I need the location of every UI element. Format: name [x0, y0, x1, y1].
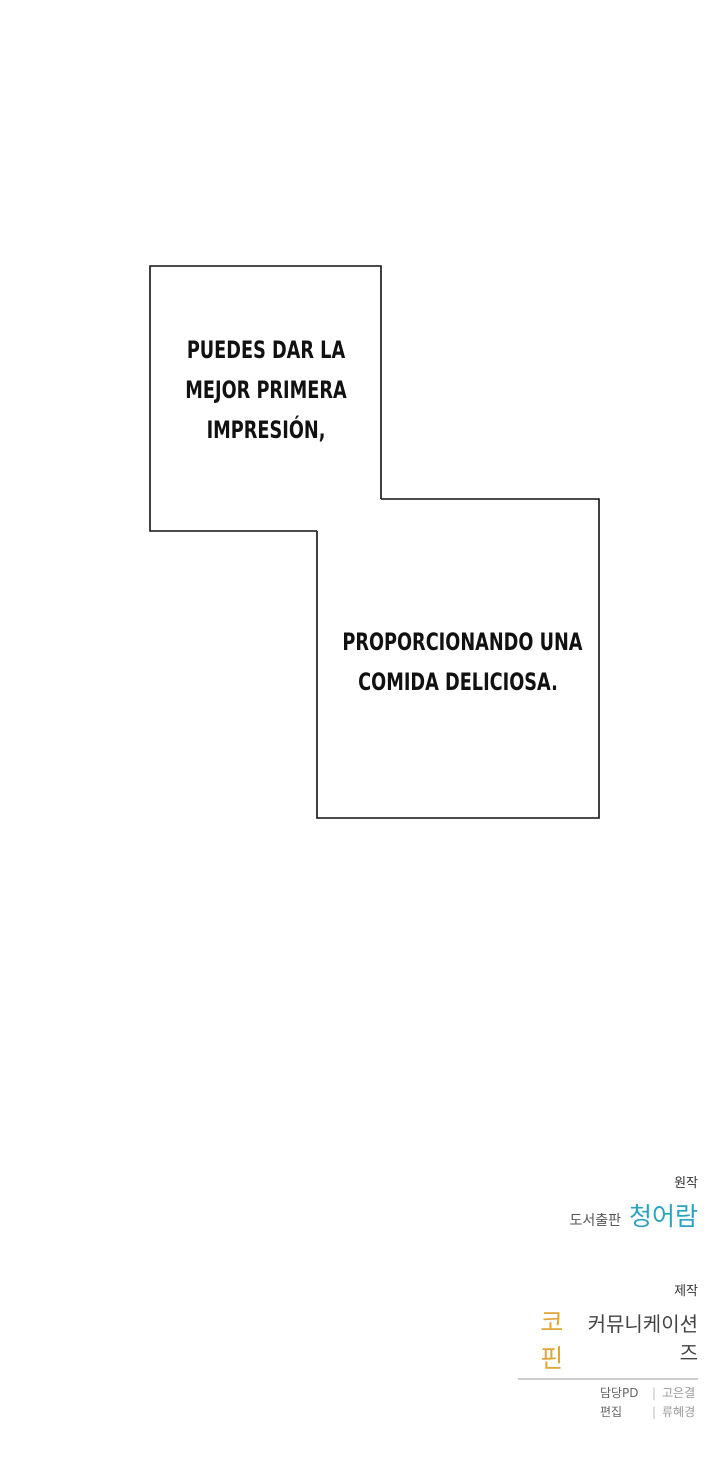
caption-1-line-1: PUEDES DAR LA [186, 336, 346, 364]
studio-name: 커뮤니케이션즈 [587, 1312, 698, 1365]
caption-2-line-1: PROPORCIONANDO UNA [342, 628, 583, 656]
caption-box-1: PUEDES DAR LA MEJOR PRIMERA IMPRESIÓN, [171, 330, 361, 450]
staff-separator: | [651, 1386, 656, 1400]
staff-name: 고은결 [662, 1386, 696, 1400]
studio-row: 코핀 커뮤니케이션즈 [518, 1303, 698, 1380]
staff-separator: | [651, 1405, 656, 1419]
staff-name: 류혜경 [662, 1405, 696, 1419]
caption-1-line-2: MEJOR PRIMERA [185, 376, 347, 404]
staff-row: 편집 | 류혜경 [518, 1403, 698, 1422]
production-label: 제작 [674, 1284, 698, 1299]
publisher-name: 청어람 [628, 1202, 698, 1231]
staff-role: 담당PD [599, 1386, 639, 1400]
caption-1-line-3: IMPRESIÓN, [206, 416, 326, 444]
staff-role: 편집 [599, 1405, 623, 1419]
original-label: 원작 [674, 1176, 698, 1191]
caption-2-line-2: COMIDA DELICIOSA. [358, 668, 558, 696]
caption-box-2: PROPORCIONANDO UNA COMIDA DELICIOSA. [342, 622, 583, 702]
publisher-prefix: 도서출판 [569, 1213, 621, 1229]
production-credit: 제작 코핀 커뮤니케이션즈 담당PD | 고은결 편집 | 류혜경 [518, 1280, 698, 1422]
original-work-credit: 원작 도서출판 청어람 [569, 1172, 698, 1233]
staff-row: 담당PD | 고은결 [518, 1384, 698, 1403]
studio-brand: 코핀 [540, 1308, 564, 1373]
staff-list: 담당PD | 고은결 편집 | 류혜경 [518, 1384, 698, 1422]
